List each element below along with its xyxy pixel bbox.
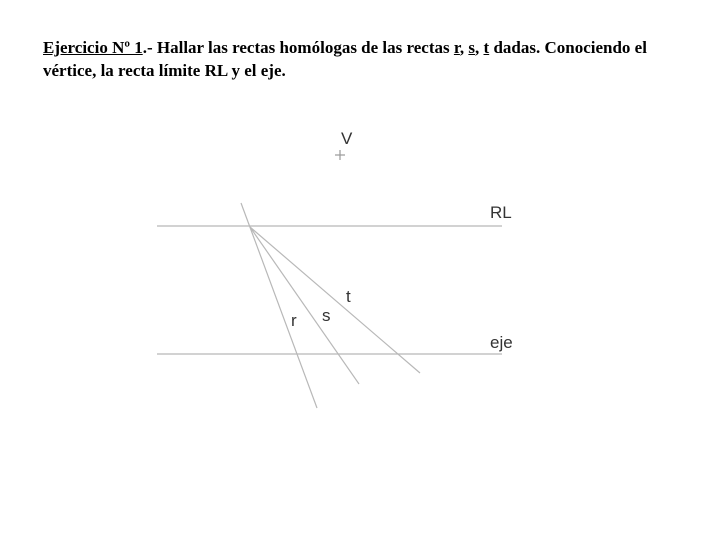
- statement-line-s: s: [468, 38, 476, 57]
- vertex-point: [335, 150, 345, 160]
- statement-line-r: r: [453, 38, 460, 57]
- axis-label: eje: [490, 333, 513, 352]
- line-s: [249, 226, 360, 385]
- statement-text-before: .- Hallar las rectas homólogas de las re…: [142, 38, 454, 57]
- statement-comma-2: ,: [475, 38, 484, 57]
- statement-comma-1: ,: [459, 38, 469, 57]
- statement-text-after: dadas. Conociendo el vértice, la recta l…: [43, 38, 647, 80]
- line-t-label: t: [346, 287, 351, 306]
- line-t: [249, 226, 421, 374]
- statement-line-t: t: [483, 38, 490, 57]
- line-r-label: r: [291, 311, 297, 330]
- exercise-title: Ejercicio Nº 1: [43, 38, 143, 57]
- limit-line-label: RL: [490, 203, 512, 222]
- exercise-statement: Ejercicio Nº 1.- Hallar las rectas homól…: [43, 36, 683, 82]
- line-s-label: s: [322, 306, 331, 325]
- line-r: [240, 202, 318, 409]
- vertex-label: V: [341, 129, 353, 148]
